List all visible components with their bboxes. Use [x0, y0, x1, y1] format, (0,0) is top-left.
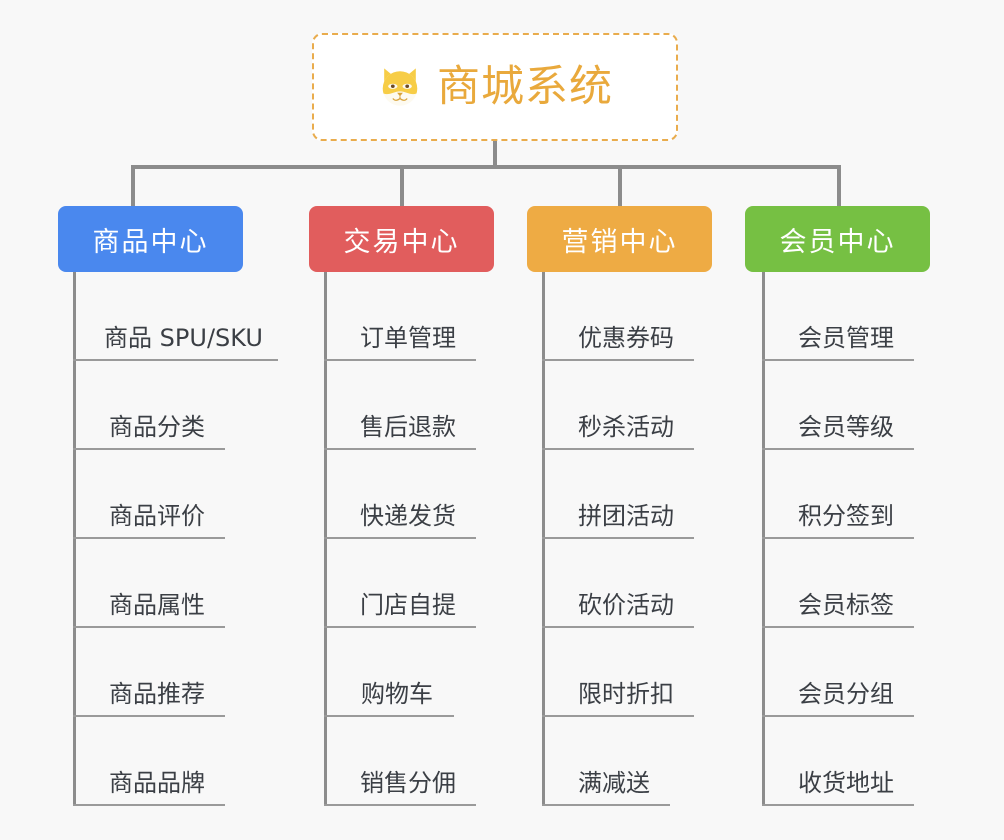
leaf-item-label: 订单管理 — [360, 324, 456, 353]
category-header-marketing-center[interactable]: 营销中心 — [527, 206, 712, 272]
connector-drop-member-center — [837, 165, 841, 208]
leaf-item[interactable]: 商品分类 — [73, 361, 225, 450]
leaf-item[interactable]: 秒杀活动 — [542, 361, 694, 450]
root-node-shop-system[interactable]: 商城系统 — [312, 33, 678, 141]
leaf-item[interactable]: 订单管理 — [324, 272, 476, 361]
leaf-item[interactable]: 门店自提 — [324, 539, 476, 628]
leaf-item-label: 快递发货 — [360, 502, 456, 531]
leaf-item[interactable]: 满减送 — [542, 717, 670, 806]
leaf-item-label: 商品属性 — [109, 591, 205, 620]
leaf-item-label: 会员等级 — [798, 413, 894, 442]
leaf-item[interactable]: 砍价活动 — [542, 539, 694, 628]
category-header-product-center[interactable]: 商品中心 — [58, 206, 243, 272]
category-label: 营销中心 — [561, 226, 678, 258]
leaf-item[interactable]: 收货地址 — [762, 717, 914, 806]
leaf-item-label: 售后退款 — [360, 413, 456, 442]
leaf-item-label: 商品品牌 — [109, 769, 205, 798]
shiba-dog-face-icon — [377, 64, 423, 110]
leaf-item[interactable]: 商品品牌 — [73, 717, 225, 806]
connector-horizontal-bus — [131, 165, 841, 169]
leaf-spine — [542, 272, 545, 806]
leaf-item-label: 积分签到 — [798, 502, 894, 531]
leaf-item[interactable]: 售后退款 — [324, 361, 476, 450]
leaf-item-label: 商品分类 — [109, 413, 205, 442]
leaf-item-label: 满减送 — [578, 769, 650, 798]
leaf-item-label: 会员管理 — [798, 324, 894, 353]
leaf-item-label: 秒杀活动 — [578, 413, 674, 442]
category-header-member-center[interactable]: 会员中心 — [745, 206, 930, 272]
leaf-spine — [762, 272, 765, 806]
leaf-item-label: 收货地址 — [798, 769, 894, 798]
leaf-item[interactable]: 商品属性 — [73, 539, 225, 628]
leaf-item[interactable]: 购物车 — [324, 628, 454, 717]
leaf-item-label: 限时折扣 — [578, 680, 674, 709]
leaf-item[interactable]: 积分签到 — [762, 450, 914, 539]
connector-drop-trade-center — [400, 165, 404, 208]
leaf-item-label: 销售分佣 — [360, 769, 456, 798]
category-label: 会员中心 — [779, 226, 896, 258]
leaf-spine — [324, 272, 327, 806]
leaf-item[interactable]: 限时折扣 — [542, 628, 694, 717]
leaf-spine — [73, 272, 76, 806]
leaf-item-label: 拼团活动 — [578, 502, 674, 531]
leaf-item[interactable]: 快递发货 — [324, 450, 476, 539]
category-label: 商品中心 — [92, 226, 209, 258]
connector-drop-marketing-center — [618, 165, 622, 208]
category-label: 交易中心 — [343, 226, 460, 258]
connector-root-stem — [493, 141, 497, 168]
category-header-trade-center[interactable]: 交易中心 — [309, 206, 494, 272]
leaf-item-label: 门店自提 — [360, 591, 456, 620]
leaf-item-label: 优惠券码 — [578, 324, 674, 353]
leaf-item-label: 商品评价 — [109, 502, 205, 531]
leaf-item[interactable]: 拼团活动 — [542, 450, 694, 539]
leaf-item[interactable]: 商品评价 — [73, 450, 225, 539]
root-title: 商城系统 — [437, 61, 613, 112]
leaf-item[interactable]: 会员等级 — [762, 361, 914, 450]
connector-drop-product-center — [131, 165, 135, 208]
leaf-item-label: 购物车 — [361, 680, 433, 709]
leaf-item[interactable]: 会员分组 — [762, 628, 914, 717]
leaf-item[interactable]: 商品 SPU/SKU — [73, 272, 278, 361]
leaf-item[interactable]: 优惠券码 — [542, 272, 694, 361]
leaf-item[interactable]: 销售分佣 — [324, 717, 476, 806]
leaf-item-label: 会员分组 — [798, 680, 894, 709]
leaf-item-label: 会员标签 — [798, 591, 894, 620]
leaf-item[interactable]: 会员管理 — [762, 272, 914, 361]
leaf-item-label: 商品 SPU/SKU — [104, 324, 263, 353]
leaf-item-label: 砍价活动 — [578, 591, 674, 620]
leaf-item[interactable]: 会员标签 — [762, 539, 914, 628]
leaf-item[interactable]: 商品推荐 — [73, 628, 225, 717]
leaf-item-label: 商品推荐 — [109, 680, 205, 709]
